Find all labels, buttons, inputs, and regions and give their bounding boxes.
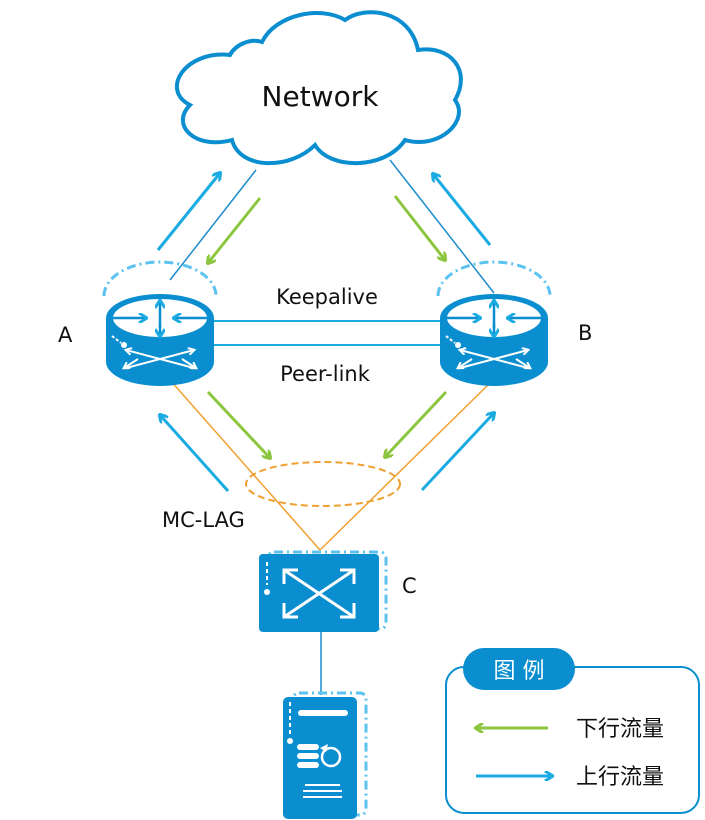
legend-downstream-label: 下行流量 [576, 717, 664, 742]
downstream-arrow-a-c [206, 390, 270, 458]
router-a[interactable] [102, 260, 218, 386]
legend-title: 图 例 [494, 659, 545, 684]
downstream-arrow-b-c [385, 390, 448, 457]
upstream-arrow-b-network [433, 174, 492, 246]
network-label: Network [262, 80, 380, 113]
downstream-arrow-network-a [208, 197, 262, 263]
router-b[interactable] [436, 260, 552, 386]
server[interactable] [283, 691, 368, 819]
peer-link-label: Peer-link [280, 362, 371, 386]
switch-c[interactable] [259, 550, 388, 632]
link-network-a [169, 169, 257, 281]
legend: 图 例 下行流量 上行流量 [445, 648, 700, 814]
legend-upstream-label: 上行流量 [576, 765, 664, 790]
router-a-label: A [58, 323, 73, 347]
keepalive-label: Keepalive [276, 285, 378, 309]
router-b-label: B [578, 321, 592, 345]
upstream-arrow-a-network [156, 173, 220, 251]
mc-lag-ellipse [245, 461, 401, 507]
upstream-arrow-c-a [160, 415, 230, 493]
link-network-b [389, 159, 495, 294]
downstream-arrow-network-b [393, 195, 445, 260]
mc-lag-label: MC-LAG [162, 508, 245, 532]
upstream-arrow-c-b [420, 413, 494, 492]
lag-member-b-c [319, 384, 489, 551]
switch-c-label: C [402, 574, 417, 598]
network-cloud: Network [175, 10, 463, 166]
lag-member-a-c [169, 379, 321, 551]
